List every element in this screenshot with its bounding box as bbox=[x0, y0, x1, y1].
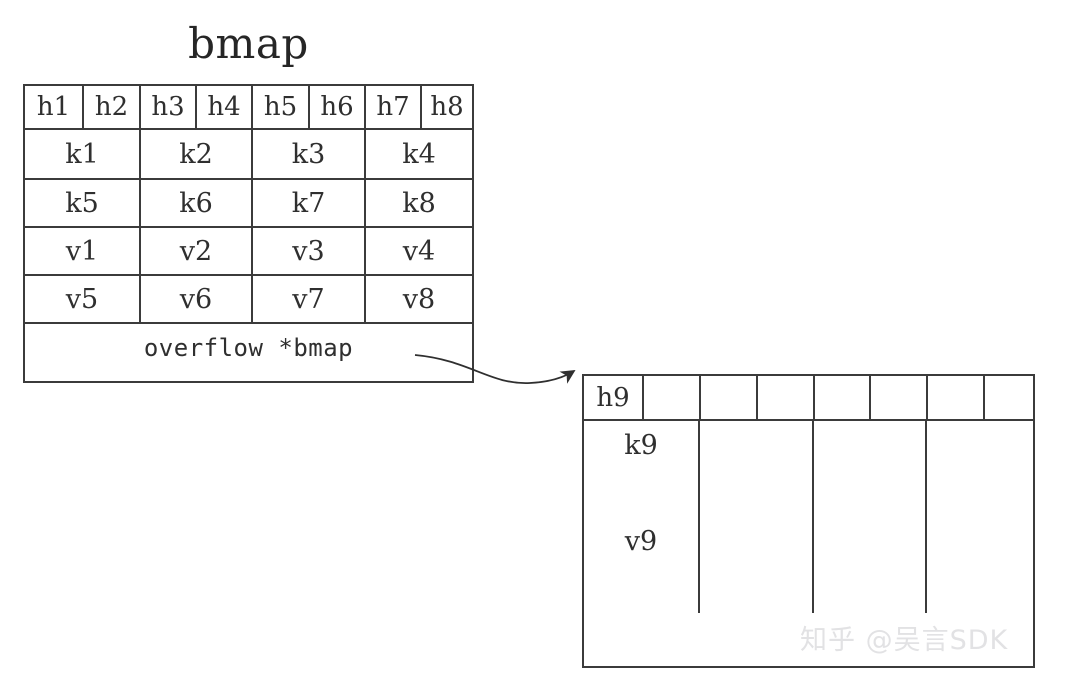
tophash-row: h1 h2 h3 h4 h5 h6 h7 h8 bbox=[25, 86, 472, 130]
value-cell-v1: v1 bbox=[25, 228, 141, 274]
overflow-value-cell-4 bbox=[927, 517, 1033, 565]
tophash-cell-6: h6 bbox=[310, 86, 366, 128]
overflow-key2-cell-4 bbox=[927, 469, 1033, 517]
overflow-values-row-1: v9 bbox=[584, 517, 1033, 565]
overflow-key-cell-3 bbox=[814, 421, 927, 469]
keys-row-2: k5 k6 k7 k8 bbox=[25, 178, 472, 226]
key-cell-k4: k4 bbox=[402, 138, 436, 170]
overflow-pointer-label: overflow *bmap bbox=[143, 334, 354, 362]
overflow-tophash-cell-5 bbox=[815, 376, 871, 419]
tophash-cell-1: h1 bbox=[25, 86, 84, 128]
value-cell-v6: v6 bbox=[141, 276, 253, 322]
overflow-tophash-cell-1: h9 bbox=[584, 376, 644, 419]
key-cell-k8: k8 bbox=[402, 187, 436, 219]
key-cell-k5: k5 bbox=[25, 180, 141, 226]
overflow-key2-cell-3 bbox=[814, 469, 927, 517]
overflow-tophash-cell-4 bbox=[758, 376, 815, 419]
values-row-1: v1 v2 v3 v4 bbox=[25, 226, 472, 274]
overflow-tophash-cell-3 bbox=[701, 376, 758, 419]
overflow-tophash-cell-7 bbox=[928, 376, 985, 419]
tophash-cell-3: h3 bbox=[141, 86, 197, 128]
overflow-tophash-row: h9 bbox=[584, 376, 1033, 421]
overflow-value-cell-3 bbox=[814, 517, 927, 565]
key-cell-k6: k6 bbox=[141, 180, 253, 226]
overflow-keys-row-2 bbox=[584, 469, 1033, 517]
tophash-cell-2: h2 bbox=[84, 86, 141, 128]
key-cell-k1: k1 bbox=[25, 130, 141, 178]
overflow-value2-cell-2 bbox=[700, 565, 814, 613]
bmap-struct-table: h1 h2 h3 h4 h5 h6 h7 h8 k1 k2 k3 k4 k5 k… bbox=[23, 84, 474, 383]
values-row-2: v5 v6 v7 v8 bbox=[25, 274, 472, 322]
page-title: bmap bbox=[188, 19, 309, 68]
value-cell-v5: v5 bbox=[25, 276, 141, 322]
overflow-key-cell-4 bbox=[927, 421, 1033, 469]
overflow-key-cell-2 bbox=[700, 421, 814, 469]
overflow-value-cell-v9: v9 bbox=[584, 517, 700, 565]
value-cell-v7: v7 bbox=[253, 276, 366, 322]
value-cell-v2: v2 bbox=[141, 228, 253, 274]
value-cell-v4: v4 bbox=[402, 235, 436, 267]
tophash-cell-7: h7 bbox=[366, 86, 422, 128]
overflow-value2-cell-1 bbox=[584, 565, 700, 613]
overflow-value2-cell-4 bbox=[927, 565, 1033, 613]
value-cell-v3: v3 bbox=[253, 228, 366, 274]
tophash-cell-8: h8 bbox=[430, 92, 464, 122]
tophash-cell-5: h5 bbox=[253, 86, 310, 128]
keys-row-1: k1 k2 k3 k4 bbox=[25, 130, 472, 178]
overflow-key2-cell-1 bbox=[584, 469, 700, 517]
overflow-pointer-row: overflow *bmap bbox=[25, 322, 472, 372]
overflow-value2-cell-3 bbox=[814, 565, 927, 613]
overflow-bmap-struct-table: h9 k9 v9 bbox=[582, 374, 1035, 668]
overflow-tophash-cell-8 bbox=[985, 376, 1033, 419]
overflow-tophash-cell-6 bbox=[871, 376, 928, 419]
overflow-value-cell-2 bbox=[700, 517, 814, 565]
key-cell-k3: k3 bbox=[253, 130, 366, 178]
overflow-keys-row-1: k9 bbox=[584, 421, 1033, 469]
overflow-values-row-2 bbox=[584, 565, 1033, 613]
overflow-key-cell-k9: k9 bbox=[584, 421, 700, 469]
key-cell-k7: k7 bbox=[253, 180, 366, 226]
tophash-cell-4: h4 bbox=[197, 86, 253, 128]
overflow-key2-cell-2 bbox=[700, 469, 814, 517]
watermark-text: 知乎 @吴言SDK bbox=[800, 625, 1009, 656]
key-cell-k2: k2 bbox=[141, 130, 253, 178]
value-cell-v8: v8 bbox=[402, 283, 436, 315]
overflow-tophash-cell-2 bbox=[644, 376, 701, 419]
